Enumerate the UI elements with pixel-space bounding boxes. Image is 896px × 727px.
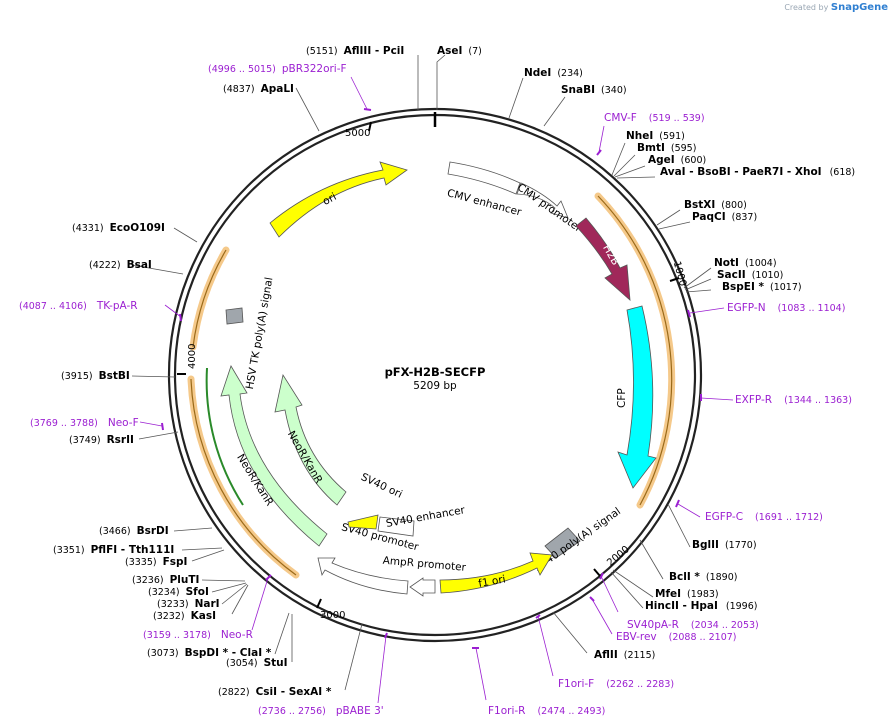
feature-label-ampr-promoter: AmpR promoter bbox=[382, 555, 467, 574]
snapgene-logo: SnapGene bbox=[830, 2, 888, 13]
site-bspdI-claI: (3073)BspDI * - ClaI * bbox=[147, 647, 272, 659]
site-csiI-sexAI: (2822)CsiI - SexAI * bbox=[218, 686, 332, 698]
feature-ori[interactable] bbox=[269, 161, 408, 238]
site-bmtI: BmtI(595) bbox=[637, 142, 696, 154]
primer-pbr322ori-f: (4996 .. 5015)pBR322ori-F bbox=[208, 63, 347, 75]
primer-neo-r: (3159 .. 3178)Neo-R bbox=[143, 629, 253, 641]
site-hincII-hpaI: HincII - HpaI(1996) bbox=[645, 600, 757, 612]
feature-label-sv40-enhancer: SV40 enhancer bbox=[385, 504, 466, 530]
primer-labels: (4996 .. 5015)pBR322ori-F CMV-F(519 .. 5… bbox=[19, 63, 852, 717]
feature-ampr-promoter[interactable] bbox=[409, 577, 436, 597]
snapgene-credit: Created by SnapGene bbox=[784, 2, 888, 13]
site-pflFI-tth111I: (3351)PflFI - Tth111I bbox=[53, 544, 174, 556]
feature-label-ori: ori bbox=[321, 191, 339, 208]
site-pluTI: (3236)PluTI bbox=[132, 574, 199, 586]
feature-h2b[interactable] bbox=[575, 217, 631, 301]
site-labels: (5151)AflIII - PciI AseI(7) NdeI(234) Sn… bbox=[53, 45, 855, 698]
site-bstBI: (3915)BstBI bbox=[61, 370, 130, 382]
feature-f1-ori[interactable] bbox=[439, 552, 553, 594]
primer-neo-f: (3769 .. 3788)Neo-F bbox=[30, 417, 139, 429]
feature-sv40-promoter[interactable] bbox=[317, 557, 409, 595]
site-avaI-xhoI: AvaI - BsoBI - PaeR7I - XhoI(618) bbox=[660, 166, 855, 178]
tick-label-2000: 2000 bbox=[605, 544, 632, 569]
site-snabI: SnaBI(340) bbox=[561, 84, 627, 96]
site-aflII: AflII(2115) bbox=[594, 649, 655, 661]
site-notI: NotI(1004) bbox=[714, 257, 777, 269]
primer-marks bbox=[161, 108, 702, 649]
primer-exfp-r: EXFP-R(1344 .. 1363) bbox=[735, 394, 852, 406]
tick-label-3000: 3000 bbox=[320, 610, 345, 621]
site-apaLI: (4837)ApaLI bbox=[223, 83, 294, 95]
site-bstxI: BstXI(800) bbox=[684, 199, 747, 211]
feature-sv40-enhancer[interactable] bbox=[377, 516, 415, 537]
feature-label-hsv-tk-polya: HSV TK poly(A) signal bbox=[244, 276, 276, 390]
primer-f1ori-r: F1ori-R(2474 .. 2493) bbox=[488, 705, 605, 717]
site-narI: (3233)NarI bbox=[157, 598, 220, 610]
site-nheI: NheI(591) bbox=[626, 130, 685, 142]
features: ori CMV enhancer CMV promoter H2B CFP SV… bbox=[220, 161, 657, 597]
site-bspeI: BspEI *(1017) bbox=[722, 281, 802, 293]
plasmid-name: pFX-H2B-SECFP bbox=[385, 365, 486, 379]
site-ndeI: NdeI(234) bbox=[524, 67, 583, 79]
primer-leaders bbox=[139, 76, 734, 704]
site-ecoO109I: (4331)EcoO109I bbox=[72, 222, 165, 234]
credit-prefix: Created by bbox=[784, 3, 829, 12]
site-fspI: (3335)FspI bbox=[125, 556, 187, 568]
orf-highlights bbox=[187, 192, 676, 579]
plasmid-length: 5209 bp bbox=[413, 380, 457, 392]
site-bglII: BglII(1770) bbox=[692, 539, 757, 551]
primer-egfp-n: EGFP-N(1083 .. 1104) bbox=[727, 302, 845, 314]
feature-neor-kanr-outer[interactable] bbox=[220, 365, 328, 547]
feature-neor-kanr-inner[interactable] bbox=[274, 373, 347, 506]
feature-sv40-polya[interactable] bbox=[544, 527, 581, 559]
tick-label-4000: 4000 bbox=[187, 344, 198, 369]
feature-hsv-tk-polya[interactable] bbox=[225, 307, 244, 325]
site-aflIII-pciI: (5151)AflIII - PciI bbox=[306, 45, 404, 57]
feature-sv40-ori[interactable] bbox=[347, 514, 379, 530]
feature-label-cfp: CFP bbox=[616, 388, 628, 408]
tick-label-5000: 5000 bbox=[345, 128, 370, 139]
primer-sv40pa-r: SV40pA-R(2034 .. 2053) bbox=[627, 619, 759, 631]
site-sfoI: (3234)SfoI bbox=[148, 586, 209, 598]
feature-cmv-promoter[interactable] bbox=[516, 182, 569, 219]
backbone bbox=[167, 107, 703, 643]
site-leaders bbox=[131, 54, 712, 691]
primer-egfp-c: EGFP-C(1691 .. 1712) bbox=[705, 511, 823, 523]
site-bclI: BclI *(1890) bbox=[669, 571, 737, 583]
primer-cmv-f: CMV-F(519 .. 539) bbox=[604, 112, 705, 124]
site-paqcI: PaqCI(837) bbox=[692, 211, 757, 223]
site-kasI: (3232)KasI bbox=[153, 610, 216, 622]
feature-cmv-enhancer[interactable] bbox=[447, 161, 521, 195]
site-mfeI: MfeI(1983) bbox=[655, 588, 719, 600]
site-bsrDI: (3466)BsrDI bbox=[99, 525, 169, 537]
site-bsaI: (4222)BsaI bbox=[89, 259, 152, 271]
primer-pbabe3: (2736 .. 2756)pBABE 3' bbox=[258, 705, 384, 717]
feature-cfp[interactable] bbox=[617, 305, 657, 489]
feature-label-cmv-promoter: CMV promoter bbox=[515, 181, 584, 235]
site-ageI: AgeI(600) bbox=[648, 154, 706, 166]
site-aseI: AseI(7) bbox=[437, 45, 482, 57]
site-stuI: (3054)StuI bbox=[226, 657, 288, 669]
site-sacII: SacII(1010) bbox=[717, 269, 783, 281]
primer-f1ori-f: F1ori-F(2262 .. 2283) bbox=[558, 678, 674, 690]
feature-label-f1-ori: f1 ori bbox=[477, 573, 506, 590]
primer-tk-pa-r: (4087 .. 4106)TK-pA-R bbox=[19, 300, 138, 312]
tick-marks bbox=[177, 121, 680, 609]
site-rsrII: (3749)RsrII bbox=[69, 434, 134, 446]
feature-label-sv40-ori: SV40 ori bbox=[359, 471, 404, 501]
primer-ebv-rev: EBV-rev(2088 .. 2107) bbox=[616, 631, 737, 643]
